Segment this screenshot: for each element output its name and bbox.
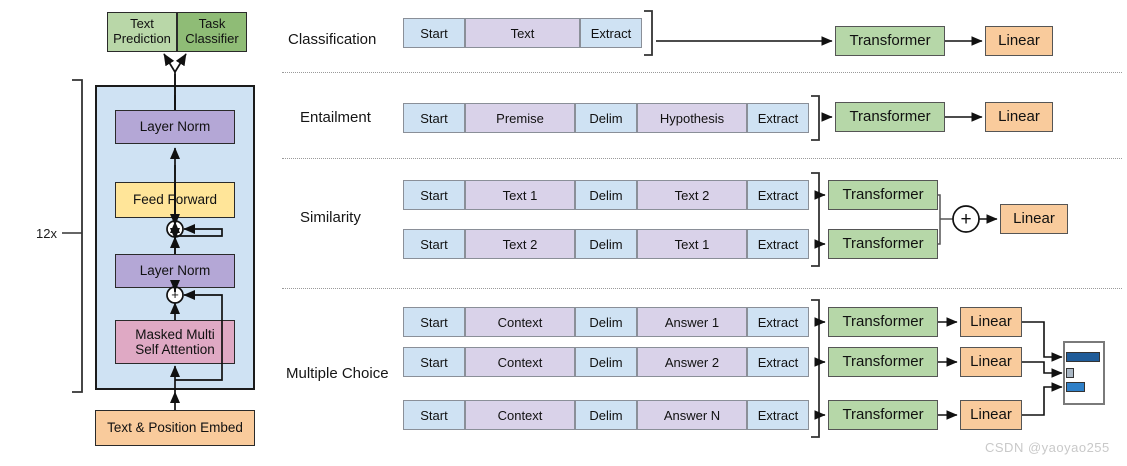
watermark: CSDN @yaoyao255 (985, 440, 1110, 455)
token-premise: Premise (465, 103, 575, 133)
token-extract: Extract (747, 103, 809, 133)
token-extract: Extract (747, 400, 809, 430)
linear-box: Linear (1000, 204, 1068, 234)
transformer-box: Transformer (835, 102, 945, 132)
masked-self-attention-box: Masked Multi Self Attention (115, 320, 235, 364)
token-context: Context (465, 307, 575, 337)
layer-norm-box-bottom: Layer Norm (115, 254, 235, 288)
token-context: Context (465, 347, 575, 377)
token-extract: Extract (747, 180, 809, 210)
linear-box: Linear (960, 400, 1022, 430)
score-bar (1066, 382, 1085, 392)
token-delim: Delim (575, 103, 637, 133)
token-text-1: Text 1 (465, 180, 575, 210)
token-start: Start (403, 347, 465, 377)
token-delim: Delim (575, 347, 637, 377)
task-label-classification: Classification (288, 31, 377, 48)
section-separator (282, 288, 1122, 289)
token-extract: Extract (747, 307, 809, 337)
token-text-1: Text 1 (637, 229, 747, 259)
token-text: Text (465, 18, 580, 48)
text-prediction-box: Text Prediction (107, 12, 177, 52)
transformer-box: Transformer (828, 400, 938, 430)
feed-forward-box: Feed Forward (115, 182, 235, 218)
task-label-similarity: Similarity (300, 209, 361, 226)
transformer-box: Transformer (828, 307, 938, 337)
transformer-box: Transformer (828, 180, 938, 210)
token-answer-1: Answer 1 (637, 307, 747, 337)
token-text-2: Text 2 (465, 229, 575, 259)
linear-box: Linear (985, 26, 1053, 56)
repeat-count-label: 12x (36, 226, 57, 241)
task-label-entailment: Entailment (300, 109, 371, 126)
token-start: Start (403, 103, 465, 133)
section-separator (282, 72, 1122, 73)
token-delim: Delim (575, 180, 637, 210)
score-bar (1066, 352, 1100, 362)
token-start: Start (403, 400, 465, 430)
token-answer-n: Answer N (637, 400, 747, 430)
text-position-embed-box: Text & Position Embed (95, 410, 255, 446)
layer-norm-box-top: Layer Norm (115, 110, 235, 144)
token-context: Context (465, 400, 575, 430)
token-extract: Extract (580, 18, 642, 48)
task-label-multiple-choice: Multiple Choice (286, 365, 389, 382)
linear-box: Linear (985, 102, 1053, 132)
token-start: Start (403, 307, 465, 337)
score-bar (1066, 368, 1074, 378)
token-extract: Extract (747, 347, 809, 377)
transformer-box: Transformer (828, 347, 938, 377)
section-separator (282, 158, 1122, 159)
token-start: Start (403, 180, 465, 210)
token-delim: Delim (575, 400, 637, 430)
task-classifier-box: Task Classifier (177, 12, 247, 52)
token-answer-2: Answer 2 (637, 347, 747, 377)
transformer-box: Transformer (835, 26, 945, 56)
token-delim: Delim (575, 307, 637, 337)
token-text-2: Text 2 (637, 180, 747, 210)
token-hypothesis: Hypothesis (637, 103, 747, 133)
token-delim: Delim (575, 229, 637, 259)
svg-text:+: + (960, 209, 971, 230)
token-start: Start (403, 229, 465, 259)
transformer-box: Transformer (828, 229, 938, 259)
linear-box: Linear (960, 347, 1022, 377)
token-start: Start (403, 18, 465, 48)
token-extract: Extract (747, 229, 809, 259)
linear-box: Linear (960, 307, 1022, 337)
